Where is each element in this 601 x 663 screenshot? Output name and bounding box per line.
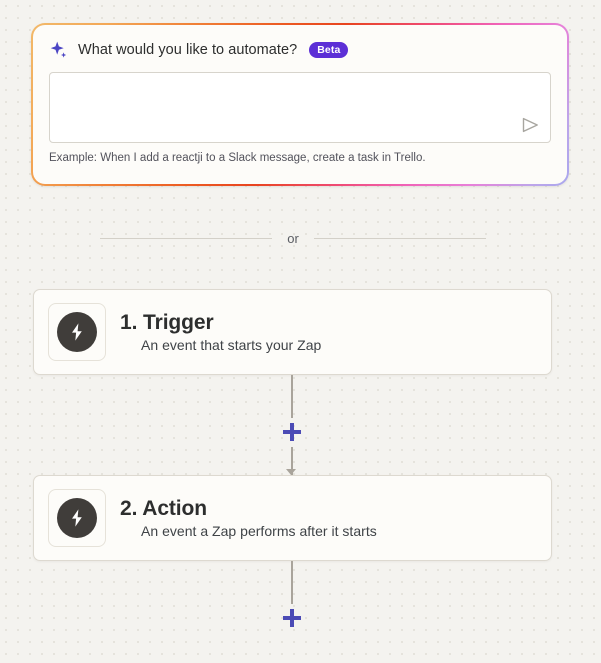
zapier-bolt-icon: [57, 498, 97, 538]
step-subtitle: An event that starts your Zap: [141, 337, 322, 354]
ai-automation-panel-inner: What would you like to automate? Beta Ex…: [33, 25, 567, 184]
plus-icon-vertical-bar: [290, 423, 294, 441]
step-title: 1. Trigger: [120, 310, 214, 334]
connector-line-action-to-plus: [291, 561, 293, 604]
step-card-trigger[interactable]: 1. Trigger An event that starts your Zap: [33, 289, 552, 375]
or-divider: or: [100, 228, 486, 248]
add-step-button-1[interactable]: [283, 423, 301, 441]
connector-line-trigger-to-plus: [291, 375, 293, 418]
sparkle-icon: [49, 40, 69, 60]
ai-prompt-input-container[interactable]: [49, 72, 551, 143]
add-step-button-2[interactable]: [283, 609, 301, 627]
divider-label: or: [287, 230, 299, 246]
zapier-bolt-icon: [57, 312, 97, 352]
step-text-trigger: 1. Trigger An event that starts your Zap: [120, 310, 321, 355]
divider-line-left: [100, 237, 273, 239]
ai-prompt-input[interactable]: [50, 73, 550, 142]
ai-panel-header: What would you like to automate? Beta: [49, 39, 551, 61]
step-text-action: 2. Action An event a Zap performs after …: [120, 496, 377, 541]
step-card-action[interactable]: 2. Action An event a Zap performs after …: [33, 475, 552, 561]
step-title: 2. Action: [120, 496, 207, 520]
step-icon-frame: [48, 489, 106, 547]
divider-line-right: [313, 237, 486, 239]
beta-badge: Beta: [309, 42, 349, 58]
ai-panel-title: What would you like to automate?: [78, 42, 298, 58]
connector-arrowhead: [286, 469, 296, 475]
step-icon-frame: [48, 303, 106, 361]
ai-automation-panel: What would you like to automate? Beta Ex…: [31, 23, 569, 186]
connector-line-plus-to-action: [291, 447, 293, 475]
send-icon[interactable]: [519, 114, 541, 136]
ai-example-hint: Example: When I add a reactji to a Slack…: [49, 152, 426, 164]
step-subtitle: An event a Zap performs after it starts: [141, 523, 377, 540]
plus-icon-vertical-bar: [290, 609, 294, 627]
